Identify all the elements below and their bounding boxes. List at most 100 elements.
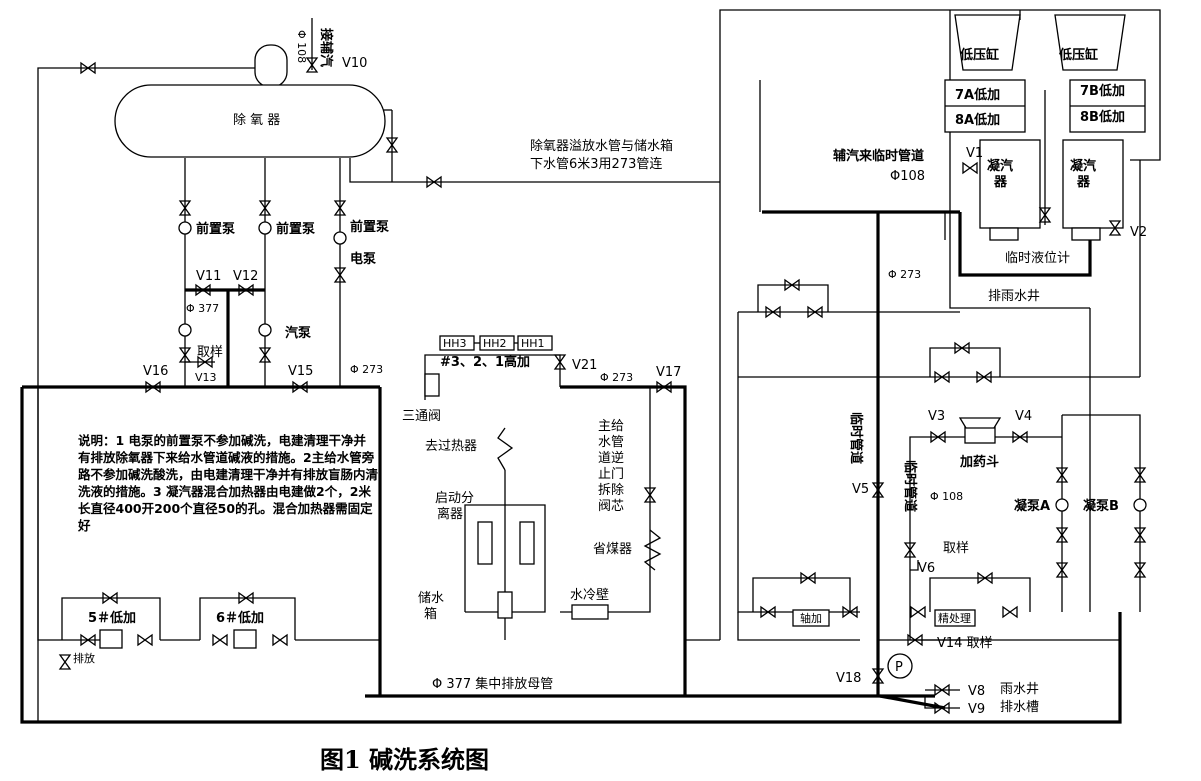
v9-label: V9: [968, 702, 985, 717]
v12-label: V12: [233, 269, 258, 284]
valve-symbol: [333, 200, 347, 216]
valve-symbol: [1055, 467, 1069, 483]
overflow-note-2: 下水管6米3用273管连: [530, 156, 662, 172]
valve-symbol: [903, 542, 917, 558]
valve-symbol: [102, 591, 118, 605]
lp7b-label: 7B低加: [1080, 83, 1125, 99]
valve-symbol: [305, 57, 319, 73]
v3-label: V3: [928, 409, 945, 424]
lpcyl-a-label: 低压缸: [959, 47, 999, 63]
storage-tank-label-2: 箱: [424, 606, 437, 622]
hh1-label: HH1: [521, 337, 545, 350]
valve-symbol: [977, 571, 993, 585]
valve-symbol: [842, 605, 858, 619]
v14-label: V14 取样: [937, 636, 993, 651]
valve-symbol: [258, 347, 272, 363]
lp6-label: 6＃低加: [216, 610, 264, 626]
v6-label: V6: [918, 561, 935, 576]
lp8b-label: 8B低加: [1080, 109, 1125, 125]
valve-symbol: [1038, 207, 1052, 223]
valve-symbol: [1133, 527, 1147, 543]
v5-label: V5: [852, 482, 869, 497]
temp-pipe-2-label: 临时管道: [902, 460, 918, 512]
temp-pipe-1-label: 临时管道: [848, 412, 864, 464]
hp-heaters: [424, 335, 553, 397]
valve-symbol: [333, 267, 347, 283]
valve-symbol: [58, 654, 72, 670]
v17-label: V17: [656, 365, 681, 380]
dia108-right-label: Φ108: [890, 169, 925, 184]
cp-b-label: 凝泵B: [1083, 498, 1119, 514]
dia273-right-label: Φ 273: [888, 268, 921, 281]
valve-symbol: [178, 347, 192, 363]
valve-symbol: [137, 633, 153, 647]
valve-symbol: [195, 283, 211, 297]
deaerator-vessel: [114, 44, 386, 158]
valve-symbol: [426, 175, 442, 189]
valve-symbol: [197, 355, 213, 369]
cond-a-label-2: 器: [993, 175, 1008, 190]
valve-symbol: [907, 633, 923, 647]
cond-b-label-1: 凝汽: [1070, 158, 1096, 174]
hp-heaters-label: #3、2、1高加: [440, 354, 530, 370]
valve-symbol: [954, 341, 970, 355]
valve-symbol: [145, 380, 161, 394]
level-gauge-label: 临时液位计: [1005, 251, 1070, 266]
lp8a-label: 8A低加: [955, 112, 1000, 128]
valve-symbol: [1133, 562, 1147, 578]
valve-symbol: [934, 683, 950, 697]
header377-label: Φ 377 集中排放母管: [432, 676, 553, 692]
v11-label: V11: [196, 269, 221, 284]
dia273-mid-label: Φ 273: [600, 371, 633, 384]
check-valve-note-1: 主给: [598, 419, 624, 434]
lp7a-label: 7A低加: [955, 87, 1000, 103]
cond-b-label-2: 器: [1076, 175, 1091, 190]
labels: 除 氧 器 接辅汽 Φ 108 V10 前置泵 前置泵 前置泵 电泵 汽泵 V1…: [73, 28, 1147, 717]
lp5-label: 5＃低加: [88, 610, 136, 626]
dia108-top-label: Φ 108: [295, 30, 308, 63]
dia377-left-label: Φ 377: [186, 302, 219, 315]
v8-label: V8: [968, 684, 985, 699]
valve-symbol: [962, 161, 978, 175]
valve-symbol: [871, 482, 885, 498]
lp5-lp6-heaters: [99, 629, 257, 649]
v2-label: V2: [1130, 225, 1147, 240]
valve-symbol: [1108, 220, 1122, 236]
hh2-label: HH2: [483, 337, 507, 350]
valve-symbol: [1055, 527, 1069, 543]
check-valve-note-5: 拆除: [598, 483, 624, 498]
drain-left-label: 排放: [73, 651, 95, 665]
check-valve-note-3: 道逆: [598, 450, 624, 466]
pump-p-label: P: [895, 660, 903, 675]
check-valve-note-6: 阀芯: [598, 499, 624, 514]
storage-tank-label: 储水: [418, 591, 444, 606]
three-way-label: 三通阀: [402, 409, 441, 424]
dosing-label: 加药斗: [959, 454, 999, 470]
economizer-label: 省煤器: [593, 542, 632, 557]
lp-cylinders: [944, 14, 1146, 241]
v21-label: V21: [572, 358, 597, 373]
v13-label: V13: [195, 371, 217, 384]
rain-well-label: 排雨水井: [988, 289, 1040, 304]
check-valve-note-4: 止门: [598, 467, 624, 482]
valve-symbol: [258, 200, 272, 216]
startup-sep-label-2: 离器: [437, 506, 463, 522]
valve-symbol: [643, 487, 657, 503]
prepump2-label: 前置泵: [276, 221, 315, 237]
pump-symbols: [178, 221, 1147, 512]
water-wall-label: 水冷壁: [570, 588, 609, 603]
v4-label: V4: [1015, 409, 1032, 424]
hh3-label: HH3: [443, 337, 467, 350]
elec-pump-label: 电泵: [350, 251, 376, 267]
lpcyl-b-label: 低压缸: [1058, 47, 1098, 63]
valve-symbol: [212, 633, 228, 647]
valve-symbol: [178, 200, 192, 216]
valve-symbol: [385, 137, 399, 153]
valve-symbol: [765, 305, 781, 319]
v18-label: V18: [836, 671, 861, 686]
valve-symbol: [910, 605, 926, 619]
sampling-left-label: 取样: [197, 345, 223, 360]
shaft-heater-label: 轴加: [800, 611, 822, 625]
explanation-note: 说明：1 电泵的前置泵不参加碱洗，电建清理干净并有排放除氧器下来给水管道碱液的措…: [78, 433, 379, 533]
